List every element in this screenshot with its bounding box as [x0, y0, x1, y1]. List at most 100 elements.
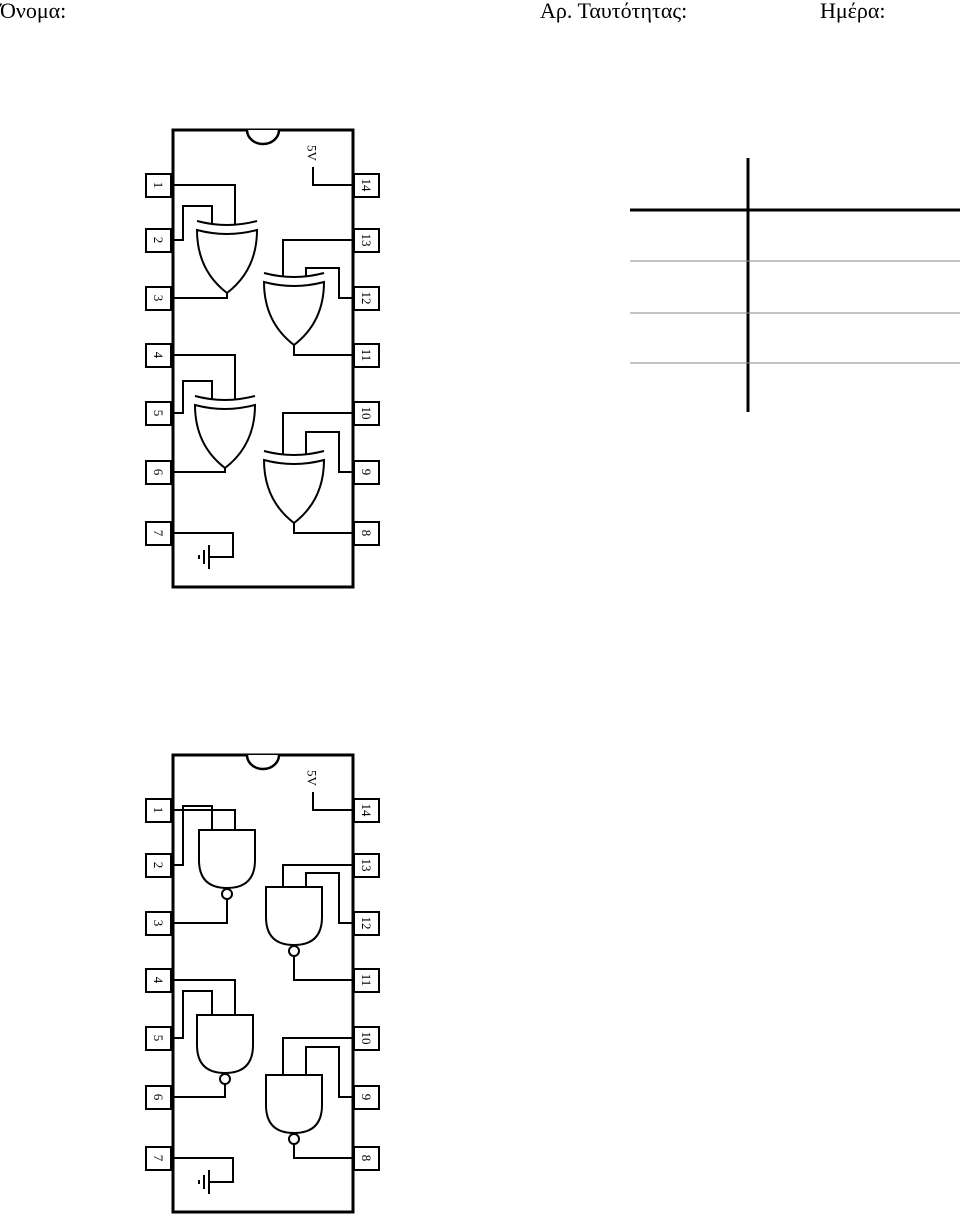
pin-number-label: 8 — [359, 1155, 374, 1162]
pin-9 — [353, 1085, 380, 1110]
nand-gate-body — [196, 1014, 254, 1075]
pin-number-label: 10 — [359, 1032, 374, 1045]
pin-5 — [145, 401, 172, 426]
nand-gate-d — [265, 1074, 323, 1145]
nand-gate-body — [265, 1074, 323, 1135]
pin-number-label: 3 — [151, 920, 166, 927]
pin-1 — [145, 798, 172, 823]
xor-gate-input-curve — [263, 450, 325, 456]
pin-3 — [145, 911, 172, 936]
xor-gate-c — [262, 272, 326, 347]
pin-9 — [353, 460, 380, 485]
wire — [293, 345, 353, 356]
ground-wire — [173, 532, 234, 558]
truth-table-svg — [630, 158, 960, 412]
xor-gate-input-curve — [196, 220, 258, 226]
pin-number-label: 6 — [151, 469, 166, 476]
chip-body — [171, 753, 355, 1214]
wire — [282, 239, 353, 276]
pin-number-label: 13 — [359, 234, 374, 247]
wire — [173, 293, 228, 299]
wire — [173, 380, 213, 414]
pin-number-label: 4 — [151, 352, 166, 359]
xor-gate-input-curve — [194, 395, 256, 401]
id-number-label: Αρ. Ταυτότητας: — [540, 0, 688, 23]
pin-number-label: 14 — [359, 804, 374, 818]
pin-number-label: 1 — [151, 182, 166, 189]
ground-symbol-icon — [198, 545, 210, 569]
pin-number-label: 11 — [359, 349, 374, 362]
pin-13 — [353, 228, 380, 253]
wire — [173, 805, 213, 866]
vcc-wire — [312, 167, 353, 186]
pin-7 — [145, 521, 172, 546]
pin-2 — [145, 228, 172, 253]
pin-number-label: 14 — [359, 179, 374, 193]
xor-gate-body — [262, 458, 326, 525]
chip-body — [171, 128, 355, 589]
pin-7 — [145, 1146, 172, 1171]
pin-number-label: 10 — [359, 407, 374, 420]
pin-6 — [145, 460, 172, 485]
wire — [173, 354, 236, 399]
pin-5 — [145, 1026, 172, 1051]
nand-gate-body — [265, 886, 323, 947]
wire — [173, 809, 236, 830]
wire — [173, 990, 213, 1039]
wire — [282, 1037, 353, 1075]
xor-gate-d — [262, 450, 326, 525]
pin-number-label: 12 — [359, 292, 374, 305]
ground-wire — [173, 1157, 234, 1183]
nand-gate-inverter-bubble — [221, 888, 233, 900]
supply-voltage-label: 5V — [305, 145, 320, 162]
pin-number-label: 8 — [359, 530, 374, 537]
pin-number-label: 4 — [151, 977, 166, 984]
pin-number-label: 9 — [359, 469, 374, 476]
ground-symbol-icon — [198, 1170, 210, 1194]
xor-gate-input-curve — [263, 272, 325, 278]
pin-3 — [145, 286, 172, 311]
pin-number-label: 2 — [151, 862, 166, 869]
wire — [293, 523, 353, 534]
name-label: Όνομα: — [0, 0, 67, 23]
chip-notch — [245, 129, 281, 146]
wire — [282, 864, 353, 887]
pin-10 — [353, 401, 380, 426]
nand-gate-inverter-bubble — [288, 945, 300, 957]
wire — [173, 468, 226, 473]
pin-8 — [353, 1146, 380, 1171]
nand-gate-b — [196, 1014, 254, 1085]
pin-number-label: 5 — [151, 1035, 166, 1042]
wire — [282, 412, 353, 454]
wire — [173, 205, 213, 241]
pin-14 — [353, 173, 380, 198]
pin-number-label: 13 — [359, 859, 374, 872]
date-label: Ημέρα: — [820, 0, 886, 23]
chip-notch — [245, 754, 281, 771]
pin-number-label: 2 — [151, 237, 166, 244]
nand-gate-inverter-bubble — [288, 1133, 300, 1145]
pin-number-label: 5 — [151, 410, 166, 417]
pin-2 — [145, 853, 172, 878]
pin-10 — [353, 1026, 380, 1051]
pin-11 — [353, 968, 380, 993]
pin-number-label: 12 — [359, 917, 374, 930]
wire — [173, 1084, 226, 1098]
pin-number-label: 7 — [151, 1155, 166, 1162]
pin-6 — [145, 1085, 172, 1110]
wire — [305, 872, 353, 924]
pin-number-label: 3 — [151, 295, 166, 302]
wire — [173, 184, 236, 224]
pin-number-label: 7 — [151, 530, 166, 537]
wire — [305, 1046, 353, 1098]
supply-voltage-label: 5V — [305, 770, 320, 787]
pin-1 — [145, 173, 172, 198]
pin-4 — [145, 968, 172, 993]
truth-table-grid — [630, 155, 960, 415]
pin-number-label: 1 — [151, 807, 166, 814]
wire — [293, 1144, 353, 1159]
